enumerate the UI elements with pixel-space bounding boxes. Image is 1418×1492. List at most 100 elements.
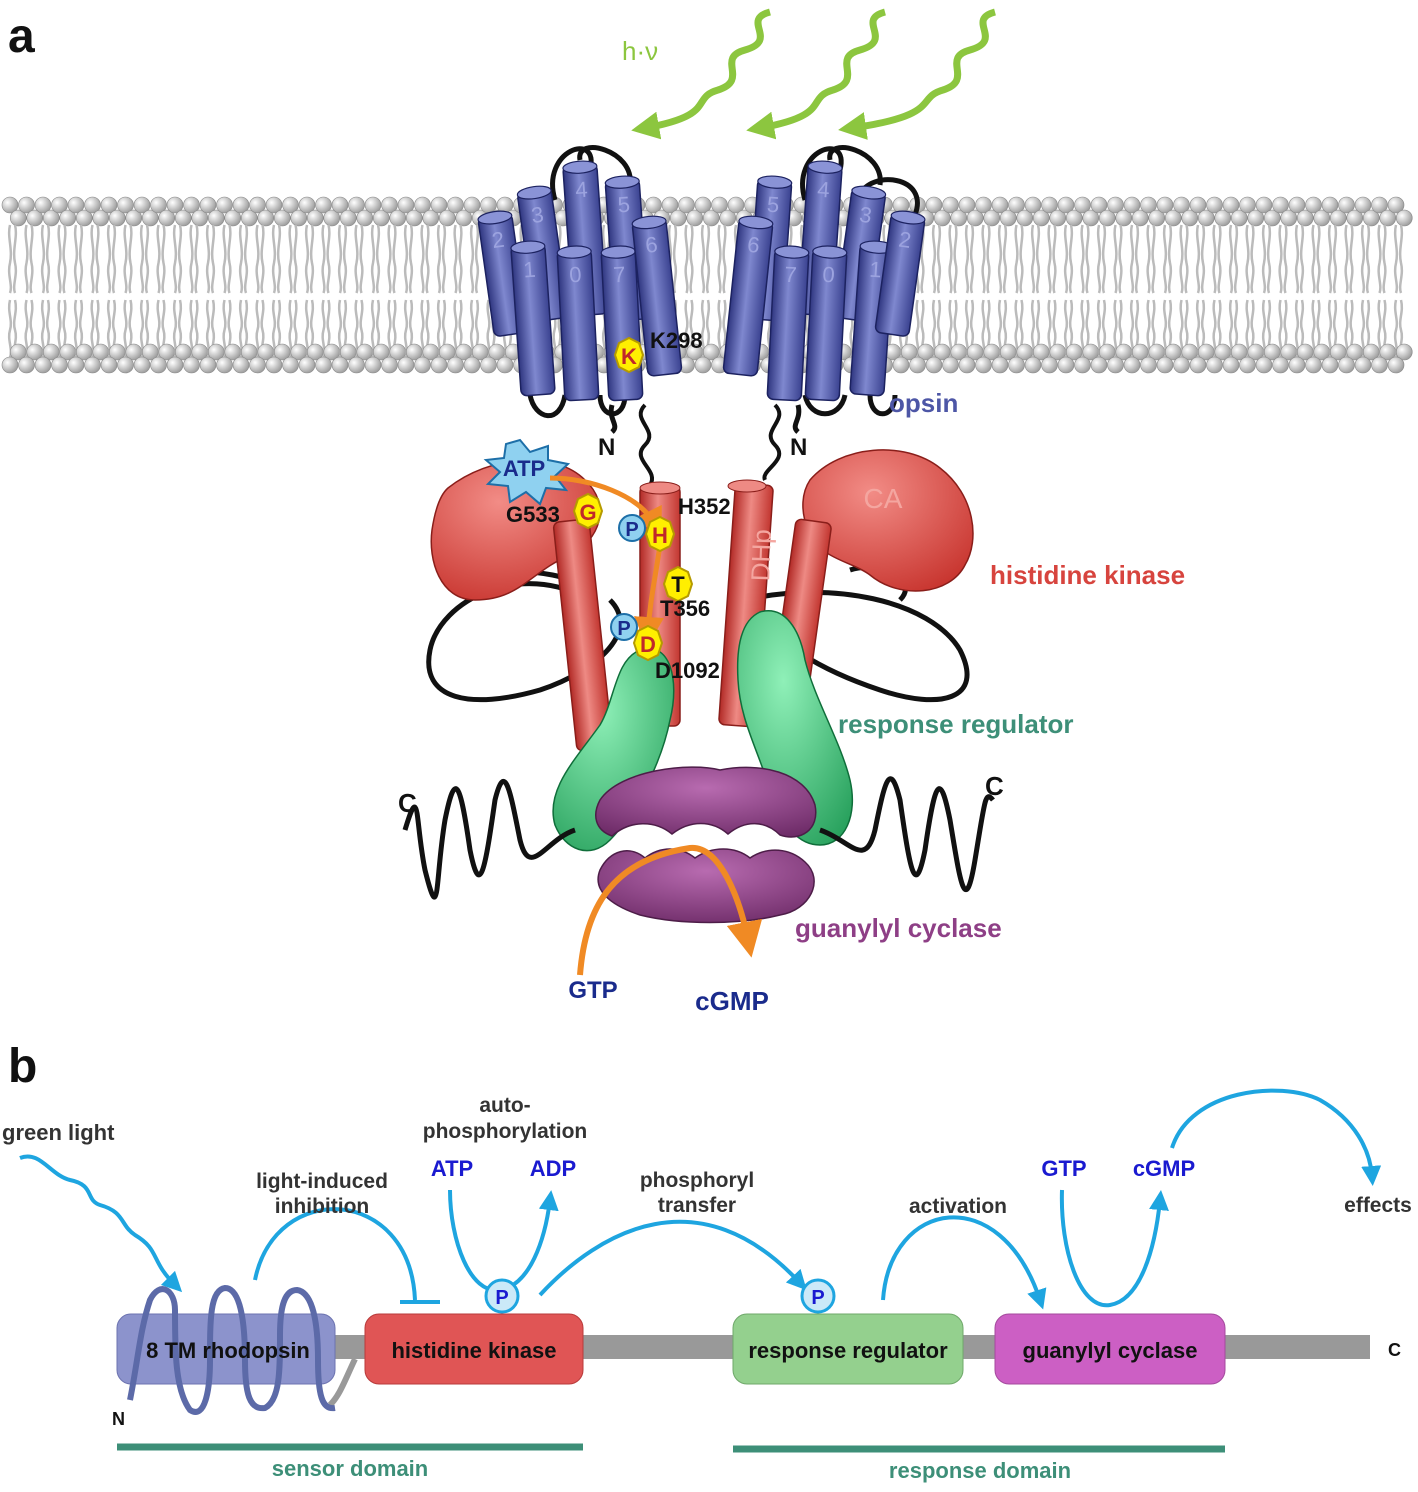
backbone-curve [327,1357,358,1408]
opsin-helix: 1 [510,240,556,397]
atp-burst [483,438,571,506]
g533-label: G533 [506,502,560,527]
helix-number: 4 [817,177,831,203]
linker-left [638,403,654,487]
n-terminus-right [792,404,802,434]
histidine-kinase-label: histidine kinase [990,560,1185,590]
gtp-label-b: GTP [1041,1156,1086,1181]
autophos-label-1: auto- [479,1094,530,1117]
lysine-residue: K [613,336,645,374]
light-waves [631,8,997,140]
k298-label: K298 [650,328,703,353]
helix-number: 7 [613,262,627,288]
opsin-helix: 7 [766,245,810,402]
cyclase-lower [597,848,815,924]
helix-number: 4 [574,177,588,203]
response-regulator-label: response regulator [838,709,1074,739]
lipid-bilayer [1,196,1413,374]
helix-number: 5 [617,192,631,218]
n-terminus-b: N [112,1409,125,1429]
helix-number: 2 [897,227,913,253]
activation-arrow [881,1215,1047,1310]
opsin-label: opsin [889,388,958,418]
response-domain-label: response domain [889,1458,1071,1483]
threonine-residue: T [662,565,694,603]
phosphotransfer-arrows [549,475,664,647]
panel-a-label: a [8,10,35,63]
phosphoryl-transfer-arrow [538,1219,807,1297]
phosphoryl-label-2: transfer [658,1194,736,1217]
h352-label: H352 [678,494,731,519]
cyclase-arrow [1059,1189,1169,1308]
green-light-label: green light [2,1120,115,1145]
opsin-helix: 2 [874,210,926,337]
phosphate-kinase-letter: P [495,1287,508,1309]
gtp-cgmp-arrow [577,844,763,976]
svg-text:G: G [579,500,596,525]
svg-text:D: D [640,632,656,657]
d1092-label: D1092 [655,658,720,683]
cyclase-upper [595,766,817,838]
gtp-label-a: GTP [568,977,617,1004]
n-terminus-left [608,404,618,434]
ca-label: CA [864,483,903,514]
opsin-helix: 0 [804,245,848,402]
guanylyl-cyclase-box-label: guanylyl cyclase [1023,1338,1198,1363]
histidine-residue: H [644,515,676,553]
phosphate-regulator-letter: P [811,1287,824,1309]
c-terminal-tails [402,776,995,900]
inhibition-label-1: light-induced [256,1170,388,1193]
opsin-helix: 0 [556,245,600,402]
histidine-kinase-box [364,1313,584,1385]
inhibition-label-2: inhibition [275,1195,369,1218]
green-light-arrow [19,1154,183,1293]
helix-number: 7 [784,262,798,288]
effects-arrow [1170,1088,1382,1186]
ca-domain-right [802,449,974,592]
atp-label-b: ATP [431,1156,473,1181]
guanylyl-cyclase-label: guanylyl cyclase [795,913,1002,943]
effects-label: effects [1344,1194,1412,1217]
light-label: h·ν [622,36,658,66]
response-regulator-box-label: response regulator [748,1338,948,1363]
t356-label: T356 [660,596,710,621]
rhodopsin-coils [127,1284,336,1415]
dhp-label: DHp [745,529,777,582]
inhibition-arc [253,1207,417,1301]
response-regulator-left [552,647,675,852]
histidine-kinase-box-label: histidine kinase [391,1338,556,1363]
opsin-helix: 6 [631,215,683,377]
helix-number: 5 [766,192,780,218]
helix-number: 3 [530,202,546,228]
k-residue-letter: K [621,344,637,369]
rhodopsin-box-label: 8 TM rhodopsin [146,1338,310,1363]
phosphate-d [610,613,638,641]
phosphate-h [618,514,646,542]
glycine-residue: G [572,492,604,530]
svg-text:H: H [652,523,668,548]
response-regulator-right [736,610,854,846]
helix-number: 6 [746,232,761,258]
n-terminus-left-label: N [598,434,615,461]
helix-number: 3 [858,202,874,228]
response-regulator-box [732,1313,964,1385]
opsin-loops [527,145,920,419]
cgmp-label-b: cGMP [1133,1156,1195,1181]
helix-number: 2 [490,227,506,253]
phosphoryl-label-1: phosphoryl [640,1169,754,1192]
helix-number: 0 [822,262,836,288]
autophos-label-2: phosphorylation [423,1120,588,1143]
guanylyl-cyclase-box [994,1313,1226,1385]
phosphate-regulator [800,1278,836,1314]
c-terminus-right-label: C [985,771,1004,801]
cgmp-label-a: cGMP [695,986,769,1016]
phosphate-h-letter: P [625,519,638,541]
atp-label-a: ATP [503,456,545,481]
c-terminus-left-label: C [398,788,417,818]
phosphate-kinase [484,1278,520,1314]
linker-right [762,403,782,481]
panel-b-label: b [8,1040,37,1093]
helix-number: 6 [644,232,659,258]
